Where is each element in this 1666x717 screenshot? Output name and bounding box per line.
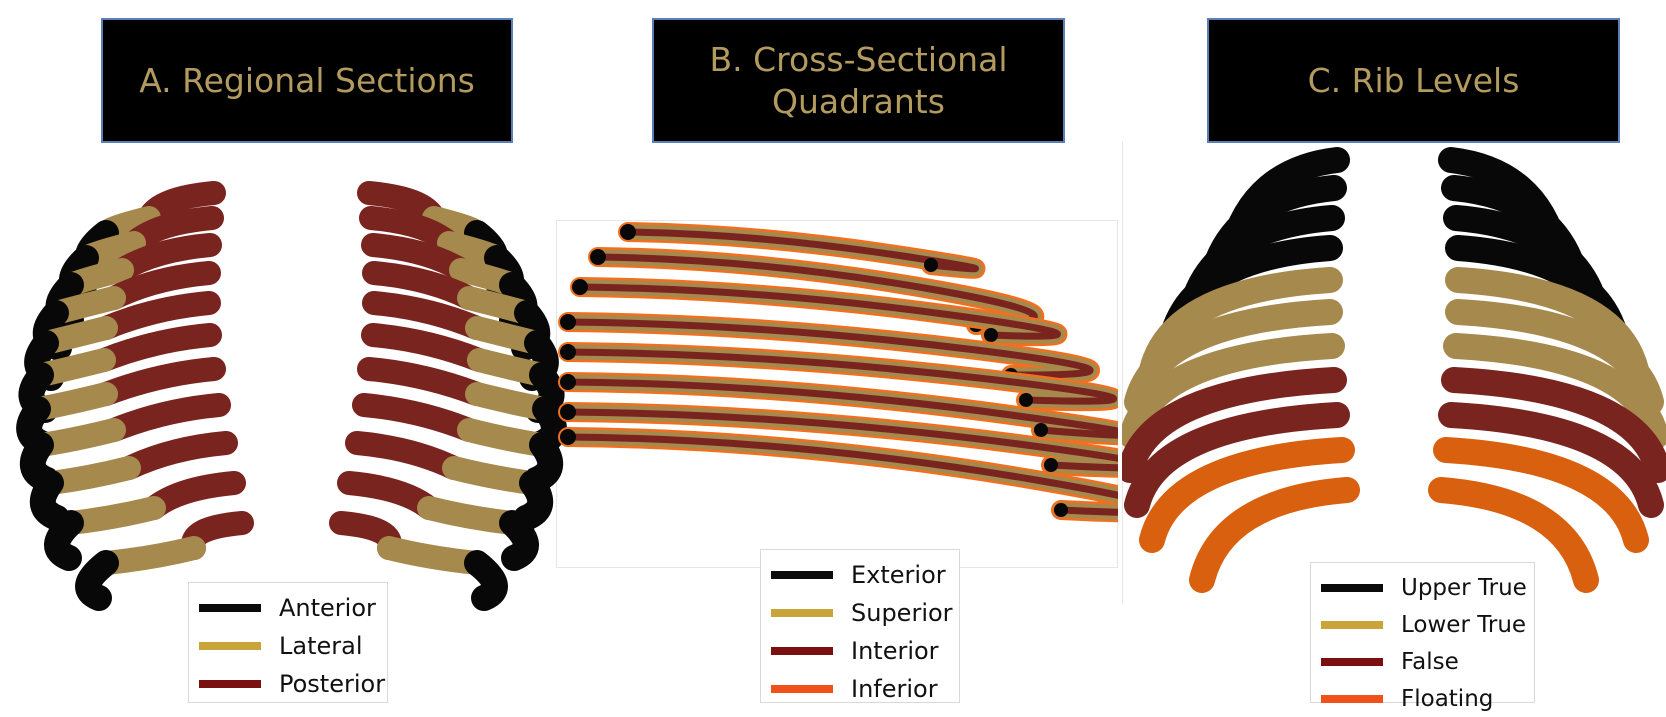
rib-lateral-segment-mirrored — [389, 548, 477, 563]
legend-label: Floating — [1401, 686, 1493, 712]
legend-item: Exterior — [771, 556, 949, 594]
rib-anterior-segment — [88, 563, 106, 598]
legend-swatch — [199, 642, 261, 650]
legend-swatch — [199, 680, 261, 688]
rib-posterior-segment — [373, 335, 479, 360]
rib-exterior-end — [572, 279, 588, 295]
panel-c-legend: Upper TrueLower TrueFalseFloating — [1310, 562, 1535, 703]
panel-b-title-line2: Quadrants — [710, 81, 1008, 122]
rib-anterior-segment-mirrored — [526, 483, 540, 518]
legend-item: Lower True — [1321, 606, 1524, 643]
rib-posterior-segment-mirrored — [349, 483, 429, 508]
legend-swatch — [771, 647, 833, 655]
legend-item: False — [1321, 643, 1524, 680]
rib-posterior-segment-mirrored — [369, 369, 477, 394]
panel-a-title: A. Regional Sections — [101, 18, 513, 143]
legend-swatch — [771, 685, 833, 693]
rib-posterior-segment — [357, 443, 454, 468]
legend-swatch — [1321, 584, 1383, 592]
rib-exterior-end — [1019, 393, 1033, 407]
legend-item: Superior — [771, 594, 949, 632]
rib-exterior-end — [560, 374, 576, 390]
legend-label: Inferior — [851, 675, 938, 703]
legend-item: Interior — [771, 632, 949, 670]
legend-item: Upper True — [1321, 569, 1524, 606]
legend-label: Anterior — [279, 594, 376, 622]
panel-c-ribcage — [1122, 140, 1666, 610]
panel-b-ribs — [556, 220, 1118, 570]
rib-posterior-segment — [364, 405, 469, 430]
legend-swatch — [771, 571, 833, 579]
rib-posterior-segment — [114, 405, 219, 430]
rib-posterior-segment — [106, 369, 214, 394]
legend-label: False — [1401, 649, 1459, 675]
legend-swatch — [771, 609, 833, 617]
rib-exterior-end — [560, 429, 576, 445]
rib-exterior-end — [620, 224, 636, 240]
rib-exterior-end — [560, 404, 576, 420]
rib-anterior-segment — [512, 523, 526, 558]
panel-c-title: C. Rib Levels — [1207, 18, 1620, 143]
legend-item: Anterior — [199, 589, 377, 627]
legend-label: Interior — [851, 637, 939, 665]
panel-a-title-line1: A. Regional Sections — [139, 60, 475, 101]
legend-swatch — [1321, 658, 1383, 666]
legend-item: Posterior — [199, 665, 377, 703]
legend-swatch — [1321, 621, 1383, 629]
legend-item: Floating — [1321, 680, 1524, 717]
rib-anterior-segment-mirrored — [477, 563, 495, 598]
rib-posterior-segment-mirrored — [364, 405, 469, 430]
rib-exterior-end — [560, 344, 576, 360]
legend-item: Lateral — [199, 627, 377, 665]
rib-exterior-end — [984, 328, 998, 342]
rib-exterior-end — [924, 258, 938, 272]
legend-label: Lateral — [279, 632, 363, 660]
rib-anterior-segment — [526, 483, 540, 518]
rib-anterior-segment — [477, 563, 495, 598]
rib-posterior-segment — [154, 483, 234, 508]
panel-b-title: B. Cross-Sectional Quadrants — [652, 18, 1065, 143]
legend-label: Lower True — [1401, 612, 1526, 638]
rib-posterior-segment — [369, 369, 477, 394]
rib-posterior-segment — [349, 483, 429, 508]
rib-lateral-segment — [389, 548, 477, 563]
rib-anterior-segment-mirrored — [512, 523, 526, 558]
legend-item: Inferior — [771, 670, 949, 708]
panel-a-ribcage — [14, 173, 569, 613]
legend-swatch — [199, 604, 261, 612]
panel-b-title-line1: B. Cross-Sectional — [710, 39, 1008, 80]
rib-anterior-segment — [57, 523, 71, 558]
legend-label: Upper True — [1401, 575, 1527, 601]
panel-c-title-line1: C. Rib Levels — [1308, 60, 1520, 101]
rib-exterior-end — [1034, 423, 1048, 437]
rib-posterior-segment — [129, 443, 226, 468]
rib-posterior-segment — [104, 335, 210, 360]
legend-label: Posterior — [279, 670, 385, 698]
rib-posterior-segment-mirrored — [373, 335, 479, 360]
legend-swatch — [1321, 695, 1383, 703]
rib-exterior-end — [590, 249, 606, 265]
rib-exterior-end — [1054, 503, 1068, 517]
rib-posterior-segment-mirrored — [357, 443, 454, 468]
rib-lateral-segment — [106, 548, 194, 563]
rib-exterior-end — [1044, 458, 1058, 472]
legend-label: Exterior — [851, 561, 946, 589]
rib-anterior-segment — [43, 483, 57, 518]
legend-label: Superior — [851, 599, 953, 627]
rib-exterior-end — [560, 314, 576, 330]
